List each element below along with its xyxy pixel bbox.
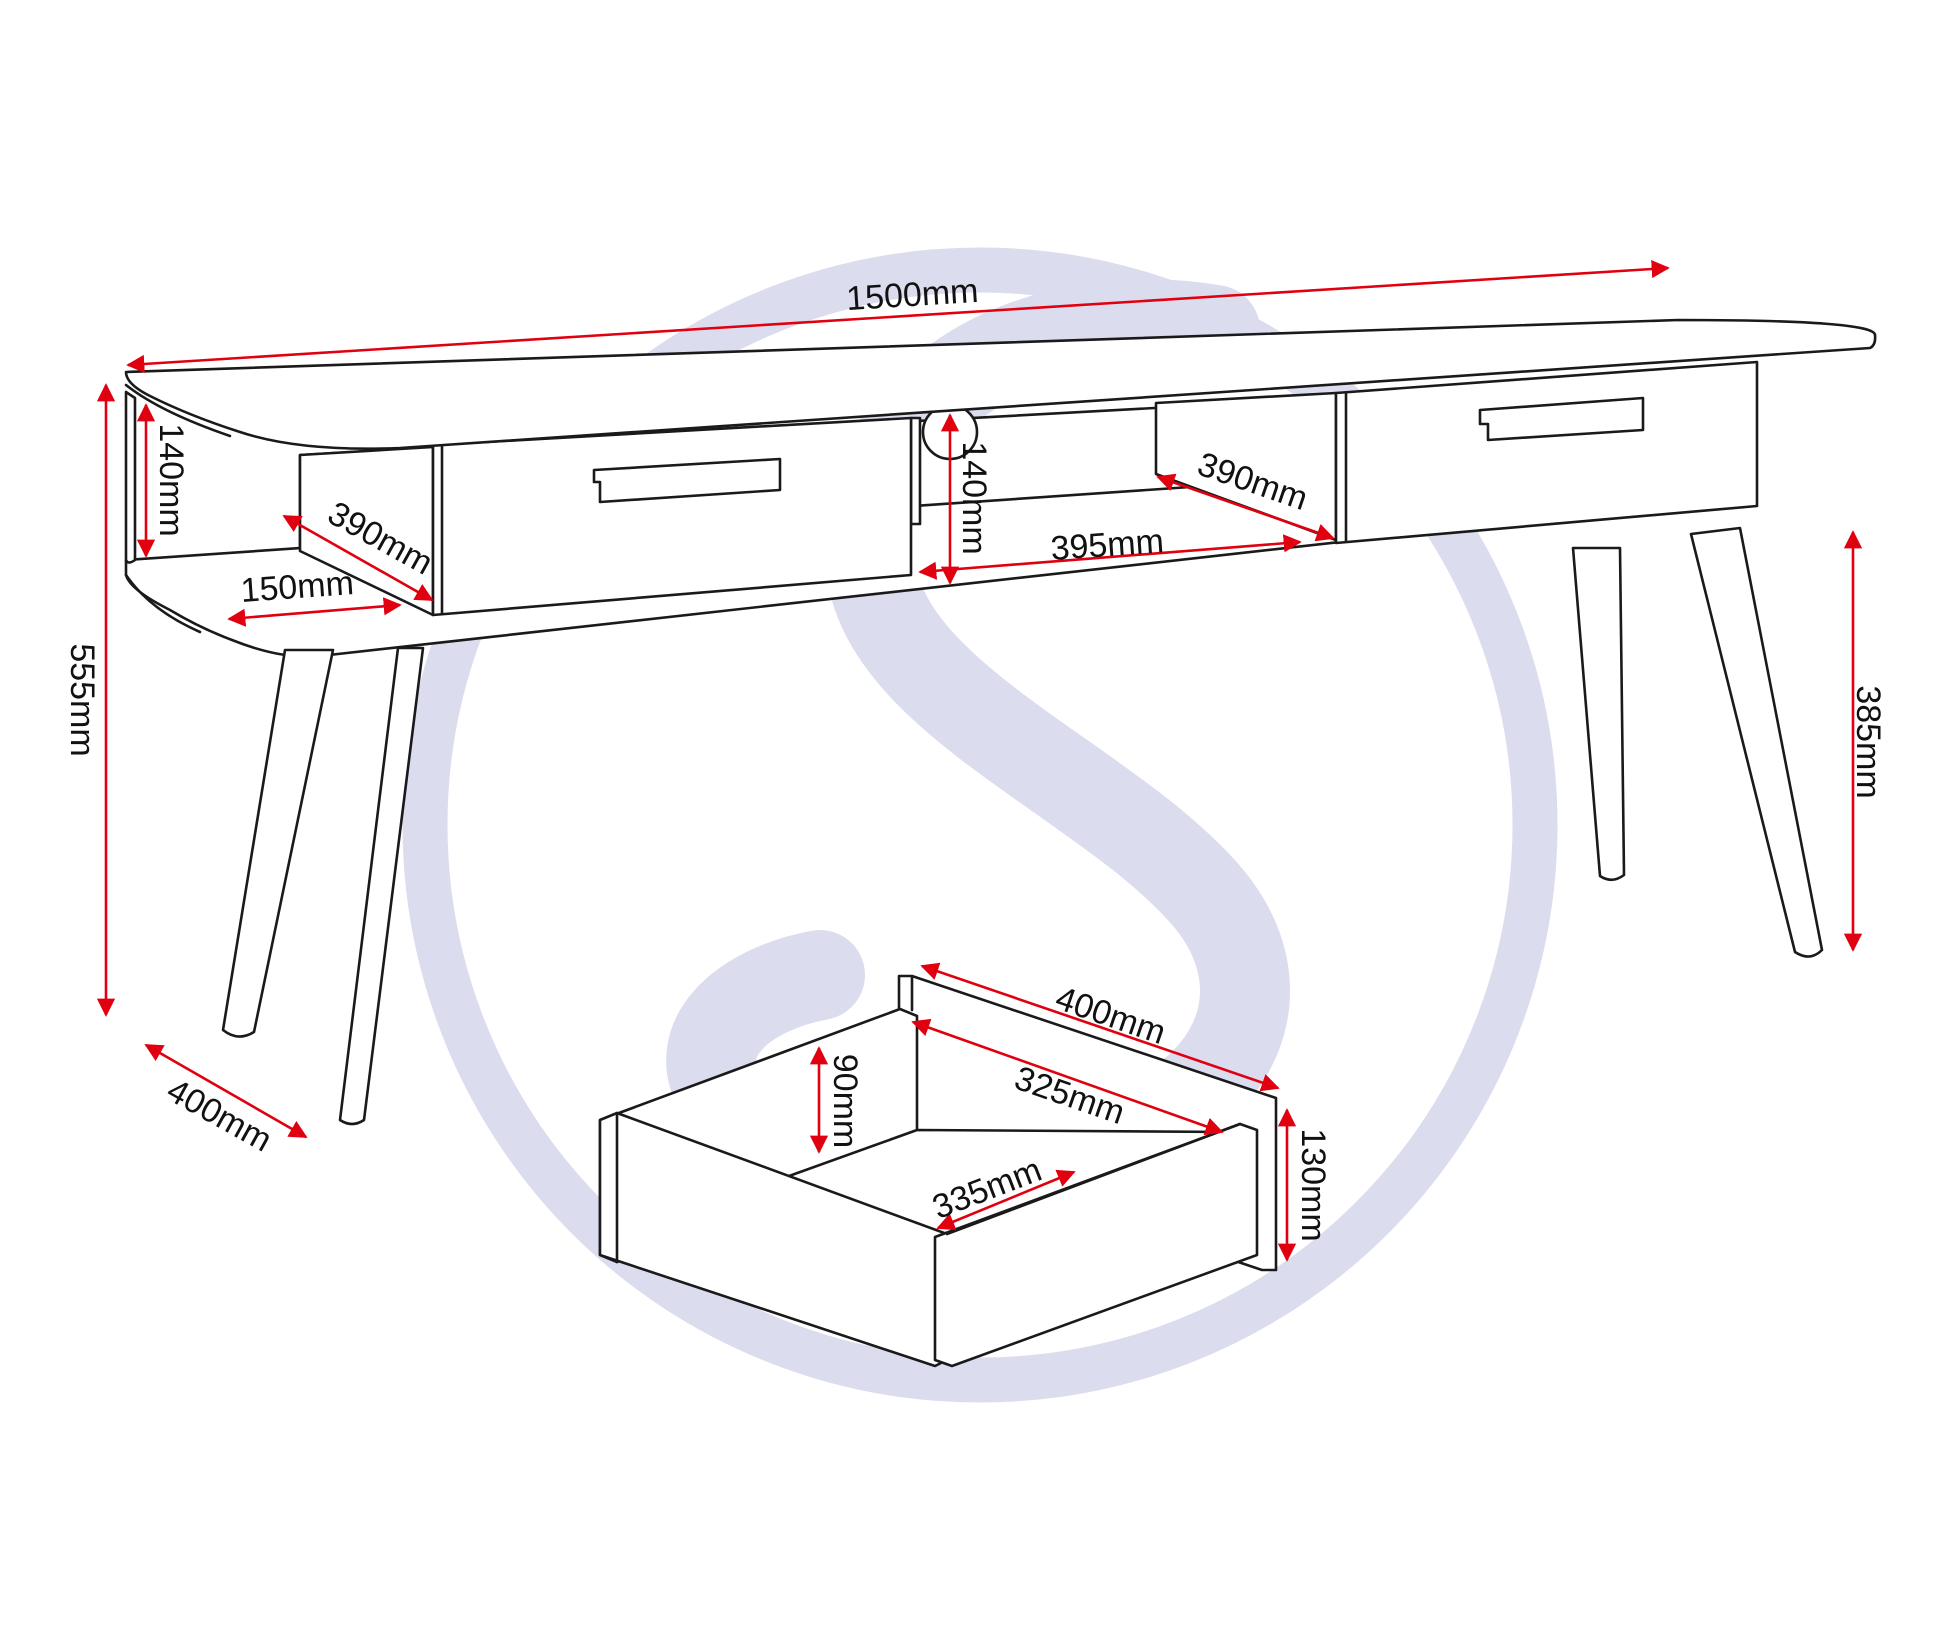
dim-line-side-shelf-depth [282,514,434,602]
dimension-lines [96,259,1863,1262]
back-legs [338,546,1626,1126]
dim-line-drawer-inner-width [936,1169,1076,1231]
dim-line-overall-width [126,259,1670,374]
right-drawer-front [1334,360,1759,545]
dim-line-centre-shelf-width [918,534,1302,580]
dim-line-side-shelf-width [227,597,402,627]
label-centre-shelf-height: 140mm [955,441,993,554]
label-overall-height: 555mm [63,643,101,756]
label-overall-depth: 400mm [161,1071,279,1159]
label-drawer-inner-height: 90mm [826,1054,864,1148]
dim-line-overall-depth [144,1043,308,1139]
left-end-panel [124,390,137,564]
label-centre-shelf-width: 395mm [1049,522,1165,568]
front-legs [221,526,1824,1038]
left-drawer-handle [592,457,782,504]
label-overall-width: 1500mm [845,272,979,318]
left-drawer-front [431,416,913,617]
dim-line-centre-shelf-depth [1156,473,1335,542]
label-drawer-front-height: 130mm [1294,1128,1332,1241]
label-side-shelf-height: 140mm [152,423,190,536]
label-side-shelf-width: 150mm [239,564,355,610]
right-drawer-handle [1478,396,1645,442]
dim-line-drawer-inner-length [911,1018,1224,1136]
label-leg-height: 385mm [1849,685,1887,798]
